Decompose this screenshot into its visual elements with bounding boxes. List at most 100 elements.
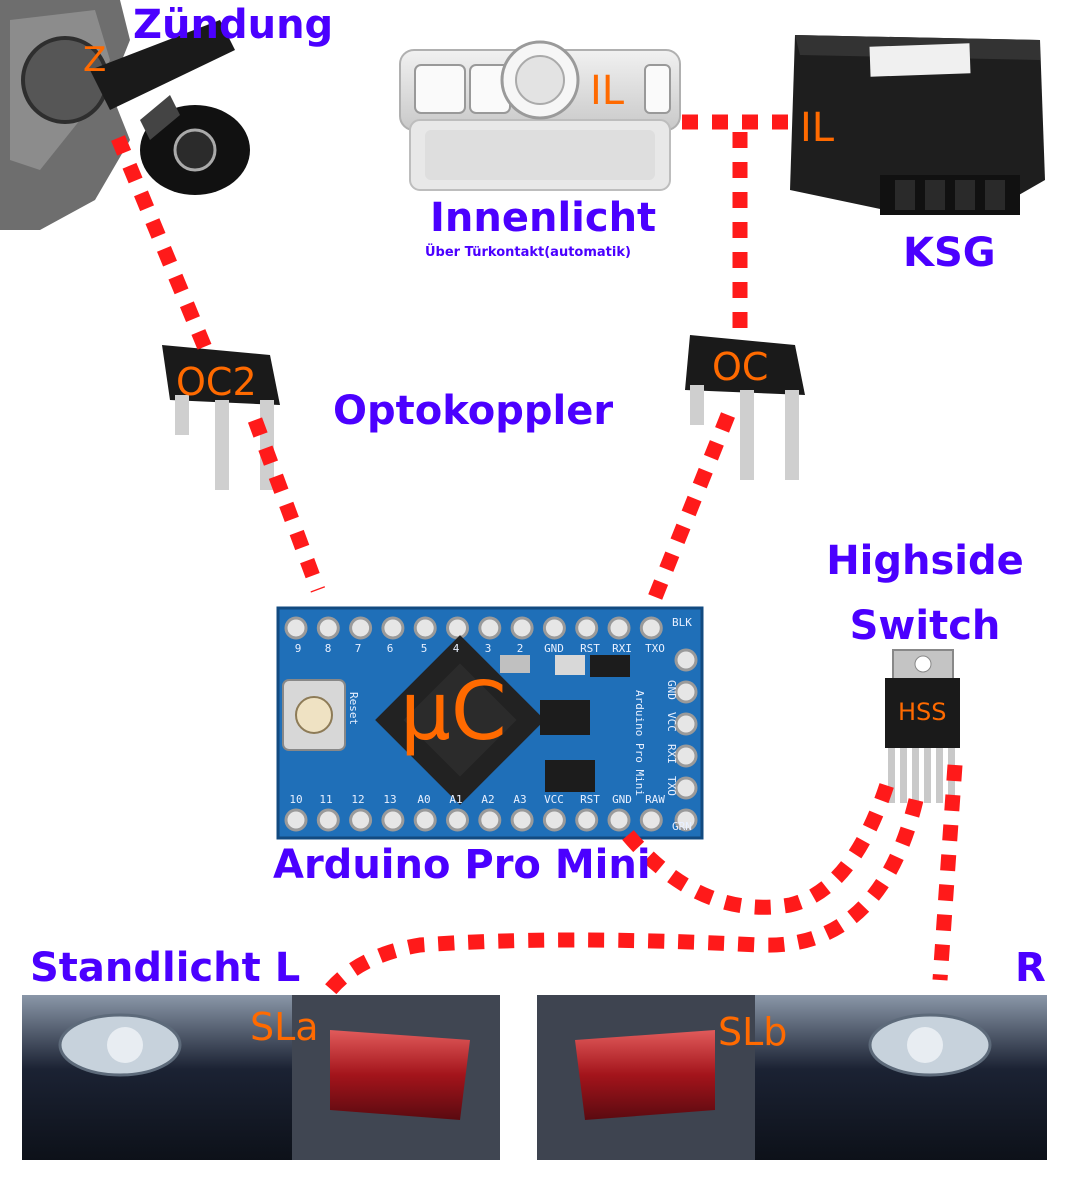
- pin-label: 13: [383, 793, 396, 806]
- pin-label: 5: [421, 642, 428, 655]
- tag-z: Z: [83, 40, 107, 80]
- pin-label: 2: [517, 642, 524, 655]
- wire-oc-uc: [643, 412, 735, 613]
- label-r: R: [1015, 945, 1046, 991]
- tag-hss: HSS: [898, 698, 947, 726]
- pin-pad: [284, 616, 308, 640]
- board-top-pin-labels: 9 8 7 6 5 4 3 2 GND RST RXI TXO: [295, 642, 665, 655]
- label-zuendung: Zündung: [133, 2, 334, 48]
- pin-pad: [349, 808, 373, 832]
- board-grn-label: GRN: [672, 820, 692, 833]
- board-right-pin-labels: GND VCC RXI TXO BLK GRN Reset Arduino Pr…: [347, 616, 692, 833]
- pin-pad: [674, 648, 698, 672]
- pin-label: GND: [544, 642, 564, 655]
- pin-label: VCC: [665, 712, 678, 732]
- label-highside: Highside: [826, 538, 1024, 584]
- pin-label: RXI: [612, 642, 632, 655]
- pin-label: 11: [319, 793, 332, 806]
- board-side-text: Arduino Pro Mini: [633, 690, 646, 796]
- pin-pad: [316, 808, 340, 832]
- pin-pad: [446, 808, 469, 832]
- pin-label: 10: [289, 793, 302, 806]
- pin-label: RXI: [665, 744, 678, 764]
- pin-pad: [674, 680, 698, 704]
- pin-pad: [381, 808, 405, 832]
- pin-pad: [478, 616, 502, 640]
- wire-uc-hss: [622, 772, 898, 915]
- pin-pad: [607, 616, 631, 640]
- optocoupler-oc-image: [685, 335, 805, 480]
- pin-label: A2: [481, 793, 494, 806]
- pin-label: 9: [295, 642, 302, 655]
- wire-hss-r: [932, 764, 963, 981]
- label-ksg: KSG: [903, 230, 996, 276]
- pin-pad: [284, 808, 308, 832]
- label-standlicht-l: Standlicht L: [30, 945, 301, 991]
- arduino-board-image: [276, 606, 704, 840]
- pin-label: 12: [351, 793, 364, 806]
- standlight-left-image: [22, 995, 500, 1160]
- pin-pad: [674, 744, 698, 768]
- pin-pad: [674, 808, 698, 832]
- pin-pad: [381, 616, 405, 640]
- pin-label: 4: [453, 642, 460, 655]
- pin-label: 6: [387, 642, 394, 655]
- wire-z-oc2: [111, 135, 212, 351]
- pin-pad: [607, 808, 631, 832]
- tag-sla: SLa: [250, 1005, 319, 1049]
- pin-pad: [674, 776, 698, 800]
- pin-label: RST: [580, 793, 600, 806]
- tag-il-light: IL: [590, 68, 625, 114]
- board-blk-label: BLK: [672, 616, 692, 629]
- pin-pad: [510, 616, 534, 640]
- pin-pad: [478, 808, 502, 832]
- pin-label: A0: [417, 793, 430, 806]
- pin-label: VCC: [544, 793, 564, 806]
- standlight-right-image: [537, 995, 1047, 1160]
- label-arduino-pro-mini: Arduino Pro Mini: [273, 842, 651, 888]
- pin-pad: [542, 616, 566, 640]
- tag-il-ksg: IL: [800, 105, 835, 151]
- pin-label: 8: [325, 642, 332, 655]
- wire-oc2-uc: [247, 417, 326, 593]
- pin-pad: [413, 808, 437, 832]
- pin-pad: [349, 616, 373, 640]
- reset-button-icon: [295, 696, 333, 734]
- pin-label: 7: [355, 642, 362, 655]
- pin-pad: [674, 712, 698, 736]
- pin-label: RAW: [645, 793, 665, 806]
- board-bottom-pin-labels: 10 11 12 13 A0 A1 A2 A3 VCC RST GND RAW: [289, 793, 665, 806]
- tag-slb: SLb: [718, 1010, 788, 1054]
- pin-pad: [575, 808, 599, 832]
- highside-switch-image: [885, 649, 960, 803]
- label-innenlicht-sub: Über Türkontakt(automatik): [425, 245, 631, 260]
- pin-label: GND: [612, 793, 632, 806]
- interior-light-image: [399, 40, 681, 191]
- pin-pad: [639, 616, 663, 640]
- pin-label: TXO: [665, 776, 678, 796]
- tag-oc2: OC2: [176, 360, 257, 404]
- ksg-module-image: [790, 35, 1045, 215]
- pin-label: RST: [580, 642, 600, 655]
- pin-pad: [575, 616, 599, 640]
- wire-hss-sla: [324, 798, 924, 996]
- vw-logo-icon: [173, 128, 217, 172]
- pin-label: A1: [449, 793, 462, 806]
- pin-label: GND: [665, 680, 678, 700]
- pin-pad: [510, 808, 534, 832]
- tag-oc: OC: [712, 345, 769, 389]
- pin-pad: [316, 616, 340, 640]
- ignition-lock-image: [0, 0, 250, 230]
- label-switch: Switch: [849, 603, 1001, 649]
- tag-uc: µC: [400, 665, 507, 758]
- label-optokoppler: Optokoppler: [333, 388, 614, 434]
- pin-label: A3: [513, 793, 526, 806]
- pin-pad: [413, 616, 437, 640]
- pin-label: TXO: [645, 642, 665, 655]
- wires: [111, 114, 963, 996]
- board-reset-label: Reset: [347, 692, 360, 725]
- pin-label: 3: [485, 642, 492, 655]
- pin-pad: [639, 808, 663, 832]
- label-innenlicht: Innenlicht: [430, 195, 657, 241]
